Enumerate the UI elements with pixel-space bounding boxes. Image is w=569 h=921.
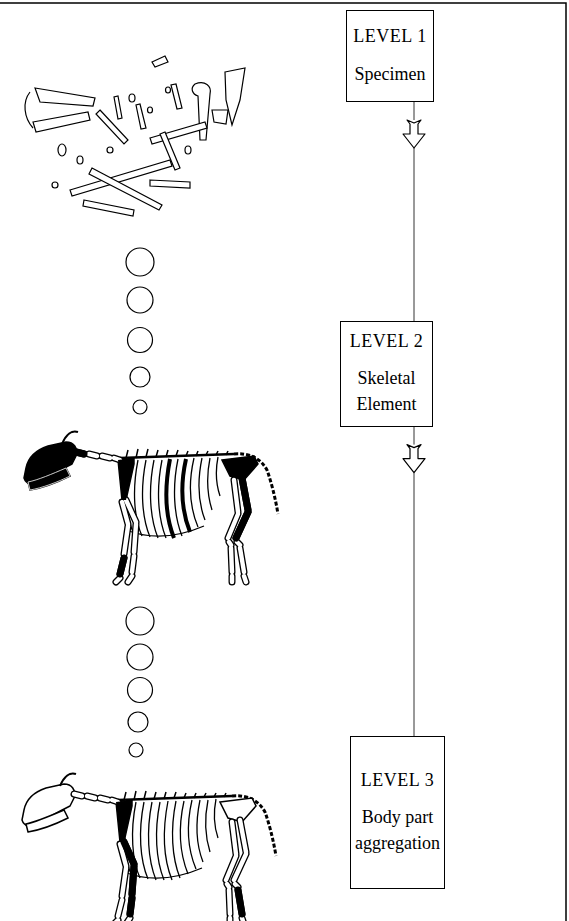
level-box: LEVEL 3 Body part aggregation [350, 736, 445, 889]
level-name: Body part aggregation [355, 804, 440, 856]
hollow-arrowhead [403, 445, 425, 473]
level-name: Skeletal Element [345, 365, 428, 417]
level-heading: LEVEL 3 [361, 769, 434, 792]
level-box: LEVEL 1 Specimen [346, 10, 434, 102]
level-heading: LEVEL 2 [350, 330, 423, 353]
level-heading: LEVEL 1 [353, 25, 426, 48]
level-box: LEVEL 2 Skeletal Element [340, 321, 433, 427]
hollow-arrowhead [403, 120, 425, 148]
level-name: Specimen [355, 61, 426, 87]
flow-arrow [403, 427, 425, 736]
flow-arrow [403, 102, 425, 321]
